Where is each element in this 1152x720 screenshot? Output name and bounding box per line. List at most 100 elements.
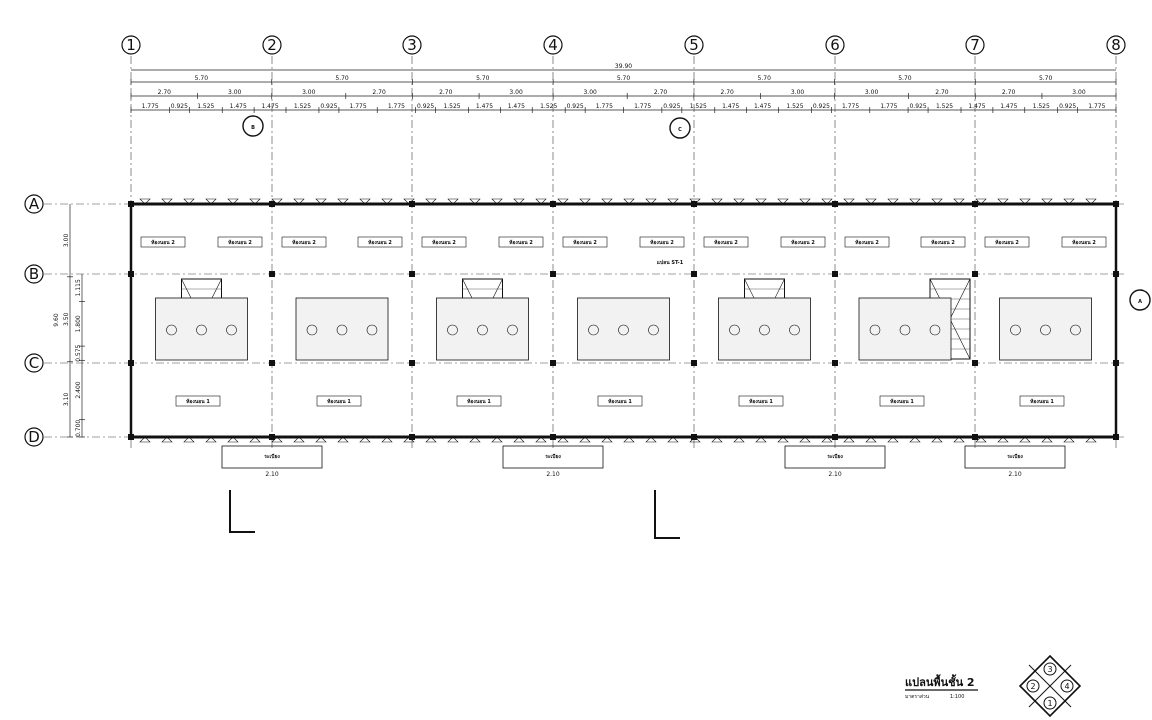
room-tag	[1061, 236, 1107, 248]
fine-dim-value: 1.475	[261, 103, 278, 110]
bath-block	[155, 297, 248, 361]
opening-mark	[623, 436, 635, 443]
section-cut-line	[654, 490, 680, 539]
opening-mark	[535, 198, 547, 205]
room-tag	[456, 395, 502, 407]
subbay-dim-value: 3.00	[509, 89, 523, 96]
column	[972, 360, 978, 366]
bath-block	[999, 297, 1092, 361]
opening-mark	[293, 198, 305, 205]
grid-bubble-3	[402, 35, 422, 55]
grid-bubble-5	[684, 35, 704, 55]
grid-label-B: B	[29, 265, 39, 283]
fixture	[648, 324, 659, 336]
opening-mark	[601, 436, 613, 443]
room-label-balcony: ระเบียง	[264, 453, 280, 460]
opening-mark	[777, 436, 789, 443]
fine-dim-value: 1.475	[508, 103, 525, 110]
column	[691, 434, 697, 440]
fine-dim-value: 1.475	[1000, 103, 1017, 110]
opening-mark	[227, 198, 239, 205]
fine-dim-value: 0.925	[909, 103, 926, 110]
room-label-bedroom2: ห้องนอน 2	[292, 239, 316, 246]
room-tag	[357, 236, 403, 248]
room-tag	[217, 236, 263, 248]
column	[128, 271, 134, 277]
opening-mark	[381, 436, 393, 443]
column	[1113, 271, 1119, 277]
opening-mark	[513, 436, 525, 443]
fixture	[929, 324, 941, 336]
fine-dim-value: 1.475	[230, 103, 247, 110]
opening-mark	[667, 436, 679, 443]
room-tag	[639, 236, 685, 248]
opening-mark	[689, 198, 701, 205]
room-label-bedroom2: ห้องนอน 2	[228, 239, 252, 246]
fixture	[1070, 324, 1081, 336]
opening-mark	[271, 198, 283, 205]
opening-mark	[359, 436, 371, 443]
bay-dim-value: 5.70	[335, 75, 349, 82]
column	[550, 360, 556, 366]
fine-dim-value: 1.775	[880, 103, 897, 110]
opening-mark	[733, 436, 745, 443]
fine-dim-value: 1.525	[197, 103, 214, 110]
title-block: แปลนพื้นชั้น 2 มาตราส่วน 1:100	[905, 674, 978, 700]
subbay-dim-value: 2.70	[439, 89, 453, 96]
fine-dim-value: 1.475	[754, 103, 771, 110]
fine-dim-value: 1.475	[968, 103, 985, 110]
subbay-dim-value: 2.70	[654, 89, 668, 96]
opening-mark	[645, 198, 657, 205]
opening-mark	[843, 198, 855, 205]
opening-mark	[777, 198, 789, 205]
opening-mark	[469, 198, 481, 205]
section-marker-A	[1129, 289, 1151, 311]
room-label-bedroom1: ห้องนอน 1	[608, 398, 632, 405]
room-label-bedroom1: ห้องนอน 1	[186, 398, 210, 405]
opening-mark	[975, 436, 987, 443]
opening-mark	[579, 198, 591, 205]
room-label-bedroom2: ห้องนอน 2	[573, 239, 597, 246]
opening-mark	[403, 198, 415, 205]
grid-bubble-1	[121, 35, 141, 55]
rowfine-dim-value: 2.400	[75, 381, 82, 398]
opening-mark	[865, 198, 877, 205]
bath-block	[577, 297, 670, 361]
room-tag	[597, 395, 643, 407]
opening-mark	[579, 436, 591, 443]
opening-mark	[139, 436, 151, 443]
opening-mark	[469, 436, 481, 443]
opening-mark	[1085, 436, 1097, 443]
fine-dim-value: 1.525	[294, 103, 311, 110]
key-plan-label-3: 3	[1047, 665, 1052, 674]
opening-mark	[1041, 436, 1053, 443]
drawing-title: แปลนพื้นชั้น 2	[905, 674, 975, 689]
opening-mark	[447, 198, 459, 205]
opening-mark	[315, 436, 327, 443]
balcony-dim: 2.10	[828, 471, 842, 478]
column	[409, 360, 415, 366]
grid-bubble-B	[24, 264, 44, 284]
room-tag	[780, 236, 826, 248]
opening-mark	[227, 436, 239, 443]
section-marker-B	[242, 115, 264, 137]
balcony-outline	[221, 445, 323, 469]
room-tag	[844, 236, 890, 248]
fixture	[1010, 324, 1021, 336]
section-marker-label-A: A	[1138, 299, 1142, 305]
scale-value: 1:100	[950, 694, 964, 700]
opening-mark	[491, 198, 503, 205]
subbay-dim-value: 3.00	[1072, 89, 1086, 96]
room-label-bedroom2: ห้องนอน 2	[791, 239, 815, 246]
room-label-balcony: ระเบียง	[545, 453, 561, 460]
fine-dim-value: 0.925	[663, 103, 680, 110]
row-dim-value: 3.00	[63, 234, 70, 248]
grid-label-3: 3	[407, 36, 417, 54]
column	[409, 201, 415, 207]
bath-block	[718, 297, 811, 361]
fixture	[1040, 324, 1051, 336]
subbay-dim-value: 3.00	[228, 89, 242, 96]
bay-dim-value: 5.70	[476, 75, 490, 82]
column	[269, 434, 275, 440]
